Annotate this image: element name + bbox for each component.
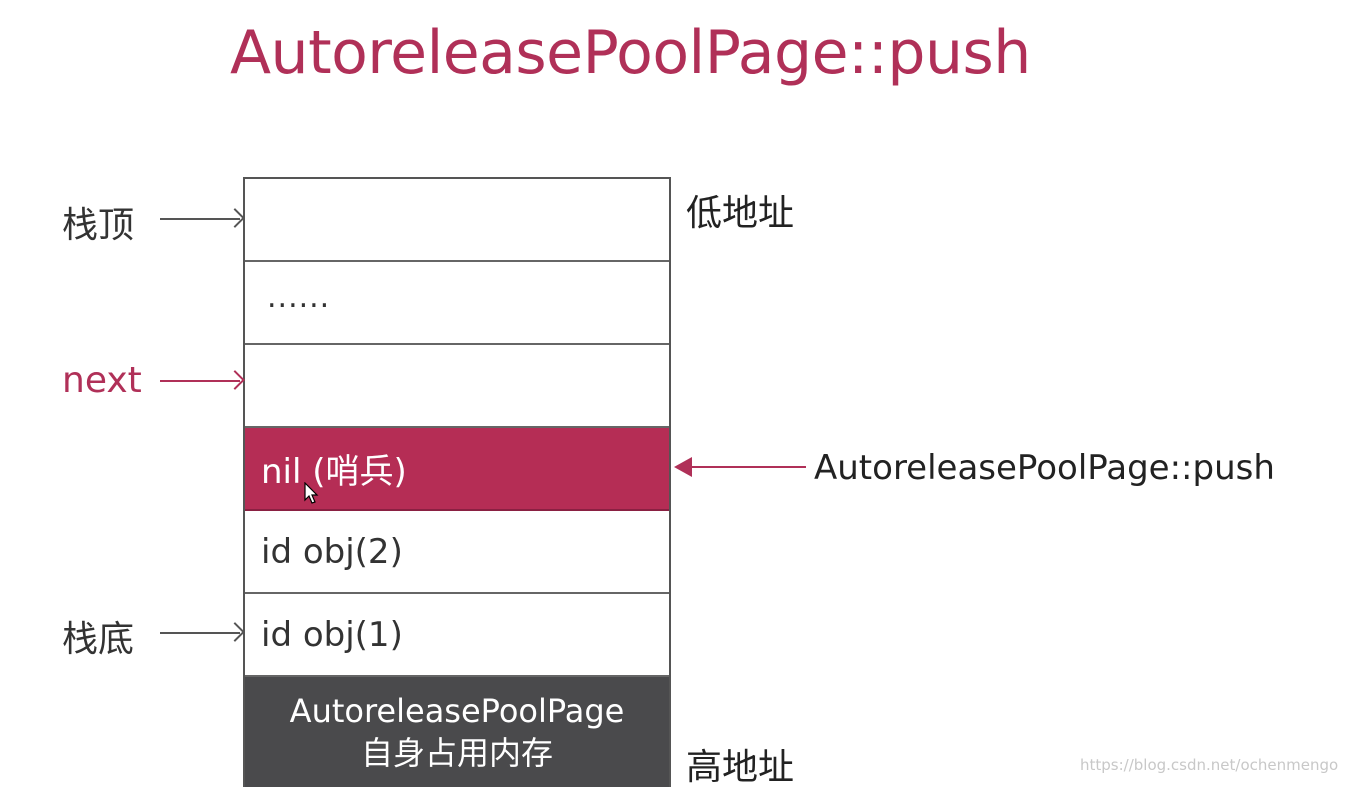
stack-cell-obj1: id obj(1) (245, 594, 669, 677)
stack-cell-obj2: id obj(2) (245, 511, 669, 594)
diagram-title: AutoreleasePoolPage::push (230, 18, 1031, 88)
stack-cell-top (245, 179, 669, 262)
push-pointer-label: AutoreleasePoolPage::push (814, 448, 1275, 488)
push-arrow-icon (674, 457, 806, 477)
high-address-label: 高地址 (686, 747, 795, 788)
next-arrow-icon (160, 380, 240, 382)
next-label: next (62, 360, 142, 401)
stack-cell-ellipsis: ...... (245, 262, 669, 345)
stack-top-arrow-icon (160, 218, 240, 220)
stack-cell-sentinel: nil (哨兵) (245, 428, 669, 511)
stack-cell-page-self: AutoreleasePoolPage 自身占用内存 (245, 677, 669, 787)
page-self-line2: 自身占用内存 (360, 734, 553, 772)
stack-bottom-arrow-icon (160, 632, 240, 634)
page-self-line1: AutoreleasePoolPage (289, 692, 625, 730)
stack-bottom-label: 栈底 (62, 619, 135, 660)
mouse-cursor-icon (304, 482, 319, 504)
watermark: https://blog.csdn.net/ochenmengo (1080, 756, 1339, 774)
low-address-label: 低地址 (686, 193, 795, 234)
stack-cell-next (245, 345, 669, 428)
stack-top-label: 栈顶 (62, 205, 135, 246)
autorelease-page-stack: ...... nil (哨兵) id obj(2) id obj(1) Auto… (243, 177, 671, 787)
